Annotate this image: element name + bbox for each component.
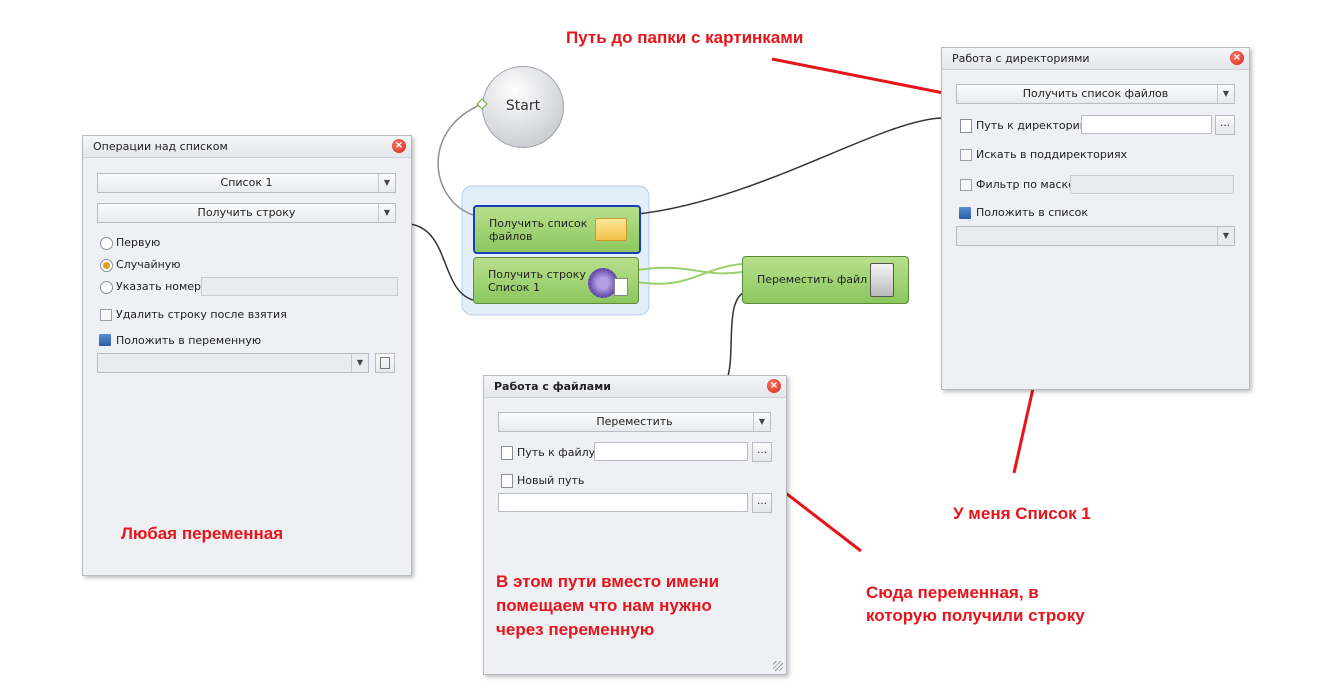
file-path-label: Путь к файлу <box>517 446 596 459</box>
list-select-value: Список 1 <box>220 176 273 189</box>
annotation-in-this-path: В этом пути вместо имени помещаем что на… <box>496 572 720 639</box>
put-in-list-label: Положить в список <box>976 206 1088 219</box>
list-operations-panel: Операции над списком × Список 1 ▼ Получи… <box>82 135 412 576</box>
node-get-file-list[interactable]: Получить список файлов <box>473 205 641 254</box>
chevron-down-icon[interactable]: ▼ <box>1217 85 1234 103</box>
variable-select[interactable]: ▼ <box>97 353 369 373</box>
start-node[interactable]: Start <box>482 66 564 148</box>
chevron-down-icon[interactable]: ▼ <box>351 354 368 372</box>
panel-title: Работа с директориями × <box>942 48 1249 70</box>
browse-button[interactable]: … <box>1215 115 1235 135</box>
list-select[interactable]: Список 1 ▼ <box>97 173 396 193</box>
operation-select[interactable]: Получить строку ▼ <box>97 203 396 223</box>
node-move-file-label: Переместить файл <box>757 273 868 286</box>
directory-panel: Работа с директориями × Получить список … <box>941 47 1250 390</box>
new-path-input[interactable] <box>498 493 748 512</box>
chevron-down-icon[interactable]: ▼ <box>1217 227 1234 245</box>
mask-filter-label: Фильтр по маске <box>976 178 1075 191</box>
directory-path-label: Путь к директории <box>976 119 1087 132</box>
document-icon <box>501 474 513 488</box>
folder-icon <box>595 218 627 241</box>
start-label: Start <box>505 98 541 114</box>
annotation-my-list: У меня Список 1 <box>953 504 1091 523</box>
close-icon[interactable]: × <box>1230 51 1244 65</box>
chevron-down-icon[interactable]: ▼ <box>378 204 395 222</box>
operation-select[interactable]: Получить список файлов ▼ <box>956 84 1235 104</box>
node-move-file[interactable]: Переместить файл <box>742 256 909 304</box>
radio-random[interactable] <box>100 259 113 272</box>
panel-title: Работа с файлами × <box>484 376 786 398</box>
mask-filter-input[interactable] <box>1070 175 1234 194</box>
directory-path-input[interactable] <box>1081 115 1212 134</box>
file-path-input[interactable] <box>594 442 748 461</box>
radio-index-label: Указать номер <box>116 280 202 293</box>
copy-icon <box>380 357 390 369</box>
annotation-any-variable: Любая переменная <box>121 524 284 543</box>
annotation-here-variable: Сюда переменная, в которую получили стро… <box>866 583 1085 625</box>
node-get-row-label: Получить строку Список 1 <box>488 268 586 294</box>
chevron-down-icon[interactable]: ▼ <box>753 413 770 431</box>
list-icon <box>959 207 971 219</box>
search-subdirs-label: Искать в поддиректориях <box>976 148 1128 161</box>
put-in-variable-label: Положить в переменную <box>116 334 262 347</box>
document-icon <box>501 446 513 460</box>
panel-title: Операции над списком × <box>83 136 411 158</box>
node-get-file-list-label: Получить список файлов <box>489 217 588 243</box>
operation-select[interactable]: Переместить ▼ <box>498 412 771 432</box>
copy-button[interactable] <box>375 353 395 373</box>
operation-select-value: Получить список файлов <box>1022 87 1169 100</box>
radio-first-label: Первую <box>116 236 161 249</box>
browse-button[interactable]: … <box>752 493 772 513</box>
radio-random-label: Случайную <box>116 258 181 271</box>
new-path-label: Новый путь <box>517 474 585 487</box>
delete-after-checkbox[interactable] <box>100 309 112 321</box>
operation-select-value: Переместить <box>596 415 673 428</box>
variable-icon <box>99 334 111 346</box>
radio-first[interactable] <box>100 237 113 250</box>
panel-title-text: Работа с файлами <box>494 380 611 393</box>
annotation-path-to-folder: Путь до папки с картинками <box>566 28 804 47</box>
document-icon <box>960 119 972 133</box>
node-get-row[interactable]: Получить строку Список 1 <box>473 257 639 304</box>
list-select[interactable]: ▼ <box>956 226 1235 246</box>
resize-grip-icon[interactable] <box>773 661 783 671</box>
panel-title-text: Работа с директориями <box>952 52 1090 65</box>
document-icon <box>614 278 628 296</box>
close-icon[interactable]: × <box>767 379 781 393</box>
index-input[interactable] <box>201 277 398 296</box>
panel-title-text: Операции над списком <box>93 140 228 153</box>
radio-index[interactable] <box>100 281 113 294</box>
chevron-down-icon[interactable]: ▼ <box>378 174 395 192</box>
operation-select-value: Получить строку <box>197 206 296 219</box>
files-panel: Работа с файлами × Переместить ▼ Путь к … <box>483 375 787 675</box>
document-icon <box>870 263 894 297</box>
delete-after-label: Удалить строку после взятия <box>116 308 287 321</box>
mask-filter-checkbox[interactable] <box>960 179 972 191</box>
close-icon[interactable]: × <box>392 139 406 153</box>
browse-button[interactable]: … <box>752 442 772 462</box>
search-subdirs-checkbox[interactable] <box>960 149 972 161</box>
